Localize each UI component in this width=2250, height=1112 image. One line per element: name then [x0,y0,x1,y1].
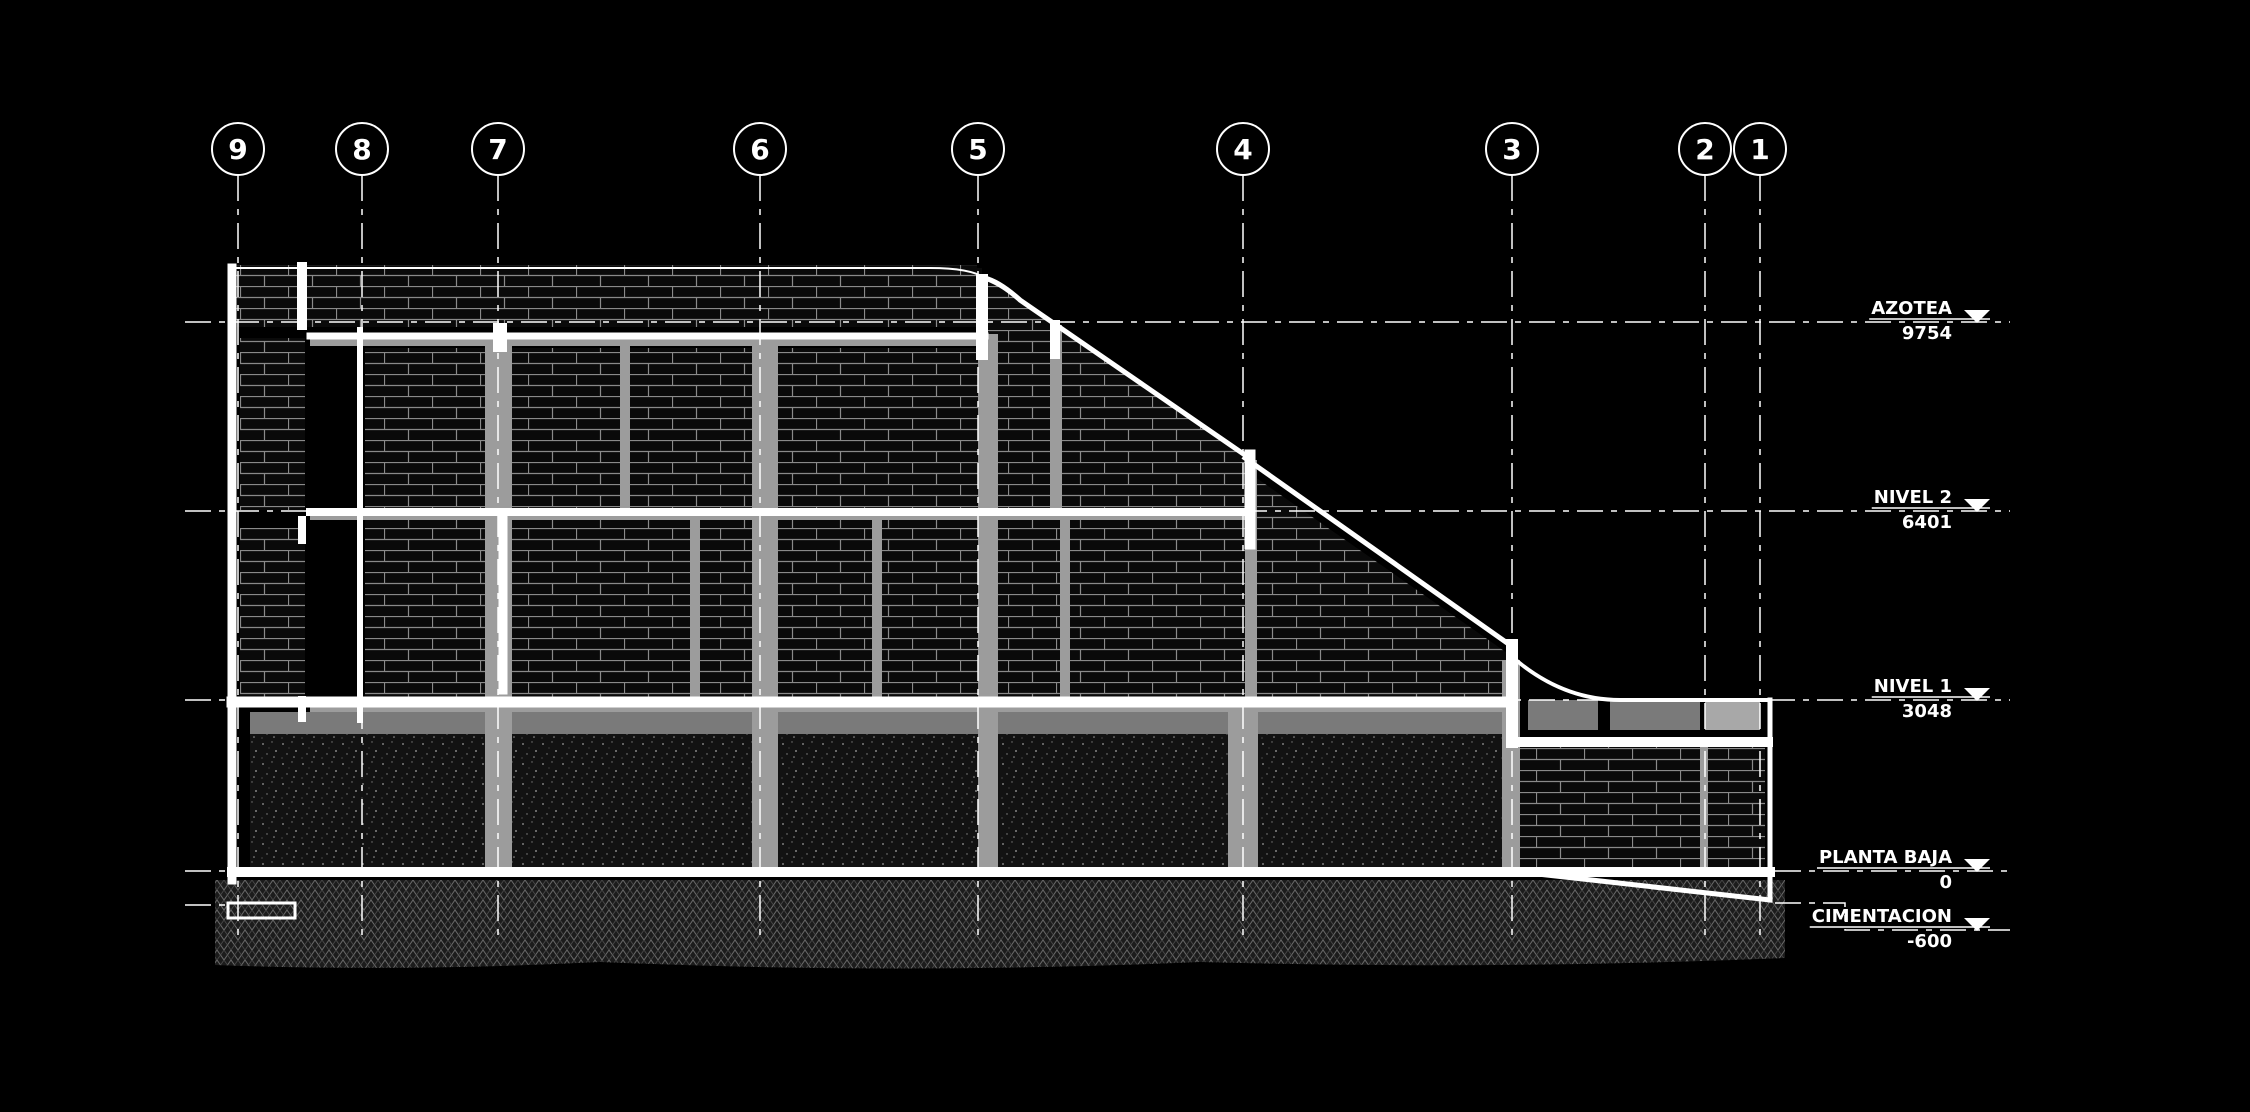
level-name: NIVEL 1 [1874,676,1952,697]
grid-bubble-4: 4 [1216,122,1270,176]
level-marker-4: CIMENTACION -600 [1809,906,1990,952]
structure-outline [226,262,1775,920]
roof-parapet [232,265,977,327]
grid-bubble-5: 5 [951,122,1005,176]
level-elevation: 0 [1939,872,1952,893]
grid-bubble-1: 1 [1733,122,1787,176]
grid-bubble-label: 4 [1233,133,1252,166]
level-elevation: 6401 [1902,512,1952,533]
grid-bubble-label: 2 [1695,133,1714,166]
grid-bubble-label: 5 [968,133,987,166]
level-elevation: -600 [1907,931,1952,952]
grid-bubble-label: 1 [1750,133,1769,166]
grid-bubble-7: 7 [471,122,525,176]
grid-bubble-2: 2 [1678,122,1732,176]
level-marker-1: NIVEL 2 6401 [1871,487,1990,533]
grid-bubble-9: 9 [211,122,265,176]
level-lines [185,321,2010,931]
grid-bubble-label: 6 [750,133,769,166]
masonry-walls [232,268,1765,870]
level-marker-3: PLANTA BAJA 0 [1816,847,1990,893]
level-name: PLANTA BAJA [1819,847,1952,868]
ground-soil [215,880,1785,969]
grid-bubble-3: 3 [1485,122,1539,176]
grid-axis-lines [237,175,1761,935]
level-name: NIVEL 2 [1874,487,1952,508]
grid-bubble-label: 3 [1502,133,1521,166]
grid-bubble-8: 8 [335,122,389,176]
basement-fill [250,733,1503,868]
level-marker-0: AZOTEA 9754 [1869,298,1990,344]
grid-bubble-label: 8 [352,133,371,166]
level-elevation: 9754 [1902,323,1952,344]
level-marker-2: NIVEL 1 3048 [1871,676,1990,722]
level-name: AZOTEA [1871,298,1952,319]
grid-axis-bubbles: 9 8 7 6 5 4 3 2 1 [211,122,1787,176]
grid-bubble-label: 9 [228,133,247,166]
grid-bubble-6: 6 [733,122,787,176]
level-elevation: 3048 [1902,701,1952,722]
level-name: CIMENTACION [1812,906,1952,927]
grid-bubble-label: 7 [488,133,507,166]
